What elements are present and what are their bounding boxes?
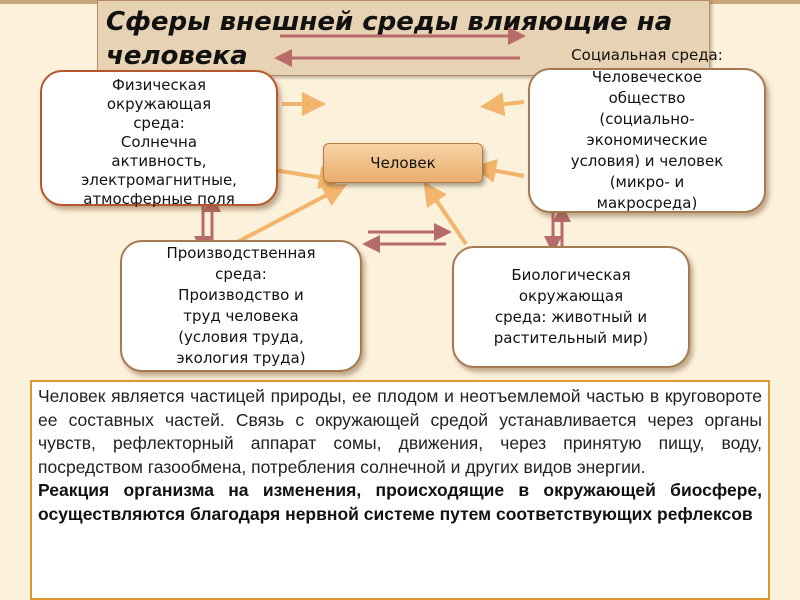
social-biological-double-arrow <box>544 204 571 254</box>
node-biological-environment: Биологическая окружающая среда: животный… <box>452 246 690 368</box>
info-paragraph: Человек является частицей природы, ее пл… <box>38 386 762 477</box>
node-human: Человек <box>323 143 483 183</box>
arrow-biological-to-human <box>423 181 468 246</box>
title-box: Сферы внешней среды влияющие на человека <box>97 0 710 76</box>
node-production-environment: Производственная среда: Производство и т… <box>120 240 362 372</box>
info-text-box: Человек является частицей природы, ее пл… <box>30 380 770 600</box>
production-biological-double-arrow <box>362 223 452 253</box>
node-social-environment: Человеческое общество (социально- эконом… <box>528 68 766 213</box>
slide-title: Сферы внешней среды влияющие на человека <box>106 7 673 71</box>
node-social-label: Человеческое общество (социально- эконом… <box>570 68 724 212</box>
node-production-label: Производственная среда: Производство и т… <box>166 244 316 367</box>
arrow-social-to-human <box>472 159 525 183</box>
node-human-label: Человек <box>370 154 436 172</box>
arrow-social-to-center <box>480 92 525 117</box>
node-physical-label: Физическая окружающая среда: Солнечна ак… <box>81 76 237 208</box>
node-biological-label: Биологическая окружающая среда: животный… <box>493 266 649 347</box>
info-bold-paragraph: Реакция организма на изменения, происход… <box>38 480 762 524</box>
node-physical-environment: Физическая окружающая среда: Солнечна ак… <box>40 70 278 208</box>
node-social-title: Социальная среда: <box>571 46 723 64</box>
